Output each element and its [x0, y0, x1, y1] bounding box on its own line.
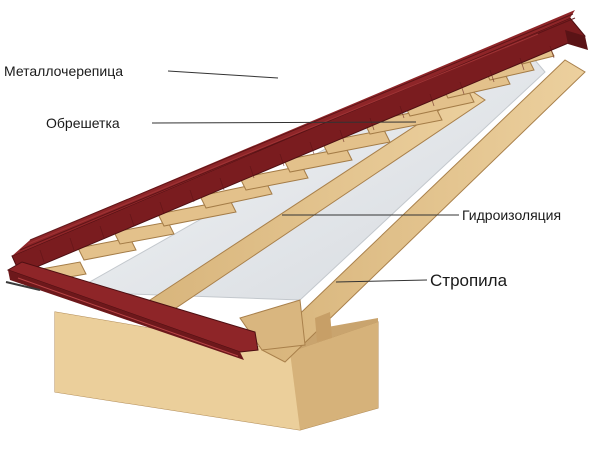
label-rafters: Стропила	[430, 271, 508, 290]
leader-tile	[167, 70, 279, 79]
leader-batten	[151, 121, 417, 124]
eave-trim	[5, 261, 259, 360]
rafters	[149, 59, 586, 363]
leader-rafter	[335, 279, 428, 283]
callout-leaders	[151, 70, 459, 283]
label-waterproofing: Гидроизоляция	[462, 207, 562, 223]
label-metal-tile: Металлочерепица	[4, 63, 124, 79]
label-batten: Обрешетка	[46, 115, 120, 131]
metal-tile-roofing	[11, 10, 588, 275]
wall-plate	[54, 311, 379, 431]
